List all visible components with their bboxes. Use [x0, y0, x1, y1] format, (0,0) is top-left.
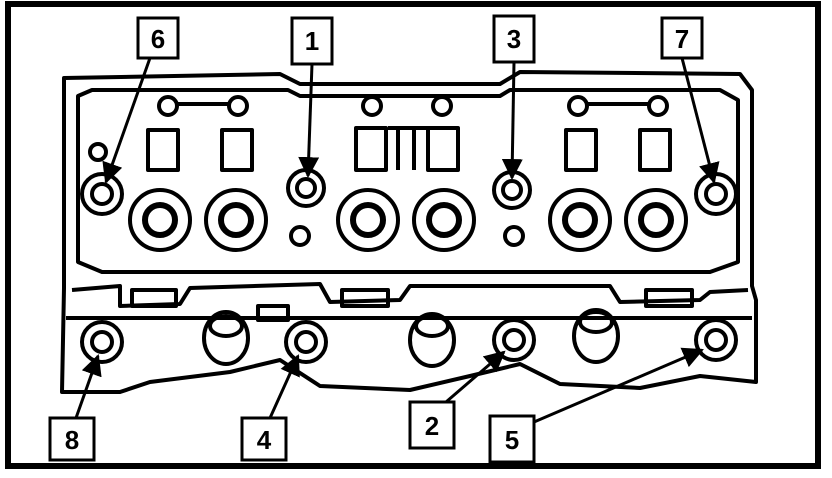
coolant-hole [431, 95, 453, 117]
leader-1 [298, 63, 320, 179]
upper-deck [76, 88, 740, 274]
bolt-hole-6 [80, 172, 124, 216]
rocker-pedestal [354, 126, 388, 172]
callout-7: 7 [660, 16, 704, 60]
callout-label-7: 7 [675, 24, 689, 54]
callout-6: 6 [136, 16, 180, 60]
callout-4: 4 [240, 416, 288, 462]
callout-label-1: 1 [305, 26, 319, 56]
bolt-hole-5 [694, 318, 738, 362]
callout-label-6: 6 [151, 24, 165, 54]
coolant-hole [647, 95, 669, 117]
callout-3: 3 [492, 14, 536, 64]
coolant-hole [361, 95, 383, 117]
coolant-hole [567, 95, 589, 117]
cylinder-head-casting [60, 70, 758, 394]
exhaust-studs [202, 308, 620, 368]
callout-1: 1 [290, 16, 334, 66]
coolant-hole [157, 95, 179, 117]
leader-8 [74, 354, 102, 419]
locator-hole [88, 142, 108, 162]
callout-5: 5 [488, 414, 536, 464]
callout-label-2: 2 [425, 411, 439, 441]
rocker-pedestal [638, 128, 672, 172]
rocker-pedestal [564, 128, 598, 172]
bolt-hole-8 [80, 320, 124, 364]
spark-plug-bosses [128, 188, 688, 252]
leader-6 [102, 57, 152, 184]
callout-label-3: 3 [507, 24, 521, 54]
locator-hole [289, 225, 311, 247]
port-slot-1 [130, 288, 178, 308]
port-slot-4 [644, 288, 694, 308]
callout-label-8: 8 [65, 425, 79, 455]
leader-7 [680, 57, 720, 185]
leader-arrows [74, 57, 720, 424]
port-slot-2 [256, 304, 290, 322]
locator-hole [503, 225, 525, 247]
rocker-pedestal [220, 128, 254, 172]
leader-4 [268, 354, 300, 419]
coolant-hole [227, 95, 249, 117]
leader-3 [501, 61, 523, 181]
callout-8: 8 [48, 416, 96, 462]
rocker-pedestal [146, 128, 180, 172]
head-bolt-holes [80, 168, 738, 364]
bolt-hole-2 [492, 318, 536, 362]
leader-5 [533, 347, 704, 424]
rocker-pedestal [426, 126, 460, 172]
head-outline [60, 70, 758, 394]
callout-label-5: 5 [505, 425, 519, 455]
bolt-hole-4 [284, 320, 328, 364]
port-slot-3 [340, 288, 390, 308]
leader-2 [445, 350, 506, 404]
callout-label-4: 4 [257, 425, 272, 455]
callout-2: 2 [408, 400, 456, 450]
